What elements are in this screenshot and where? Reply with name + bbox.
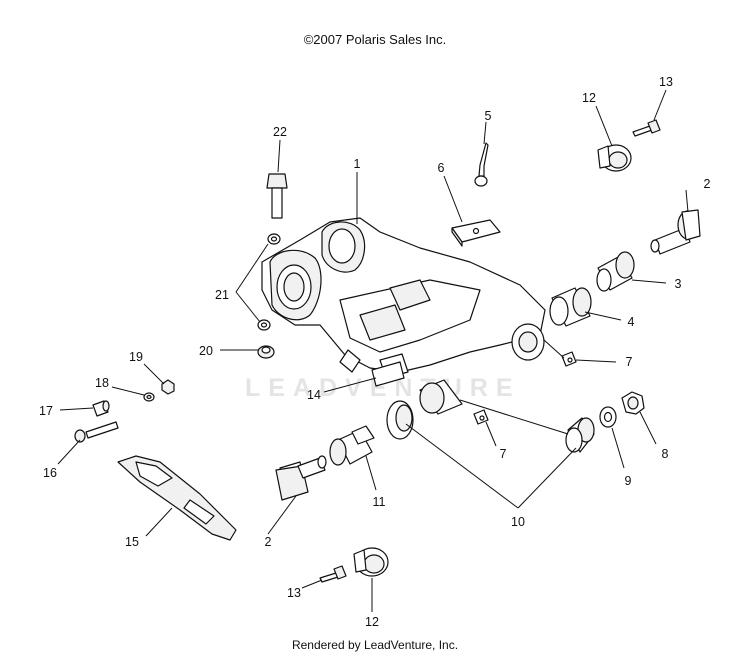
part-19-nut[interactable] xyxy=(161,379,175,395)
part-5-rivet[interactable] xyxy=(474,142,489,187)
callout-13-lower: 13 xyxy=(287,586,301,600)
part-22-bolt[interactable] xyxy=(266,173,288,219)
part-10-bearing-right[interactable] xyxy=(565,417,595,453)
part-15-guard[interactable] xyxy=(117,455,237,541)
part-20-grommet[interactable] xyxy=(257,345,275,359)
callout-4: 4 xyxy=(628,315,635,329)
callout-11: 11 xyxy=(373,495,386,509)
part-8-nut[interactable] xyxy=(621,391,645,415)
part-21-washer-upper[interactable] xyxy=(267,233,281,245)
callout-13-upper: 13 xyxy=(659,75,673,89)
callout-9: 9 xyxy=(625,474,632,488)
callout-21: 21 xyxy=(215,288,229,302)
callout-15: 15 xyxy=(125,535,139,549)
part-17-spacer[interactable] xyxy=(92,400,110,417)
part-3-bushing[interactable] xyxy=(596,251,635,292)
callout-18: 18 xyxy=(95,376,109,390)
callout-2-upper: 2 xyxy=(704,177,711,191)
part-13-bolt-lower[interactable] xyxy=(319,565,347,583)
callout-5: 5 xyxy=(485,109,492,123)
callout-3: 3 xyxy=(675,277,682,291)
part-18-washer[interactable] xyxy=(143,392,155,402)
footer-credit: Rendered by LeadVenture, Inc. xyxy=(291,638,459,652)
part-13-bolt-upper[interactable] xyxy=(632,119,661,137)
part-16-bolt[interactable] xyxy=(74,421,119,443)
part-6-plate[interactable] xyxy=(451,219,501,247)
callout-6: 6 xyxy=(438,161,445,175)
part-21-washer-lower[interactable] xyxy=(257,319,271,331)
callout-7-left: 7 xyxy=(500,447,507,461)
callout-20: 20 xyxy=(199,344,213,358)
callout-12-upper: 12 xyxy=(582,91,596,105)
callout-12-lower: 12 xyxy=(365,615,379,629)
callout-8: 8 xyxy=(662,447,669,461)
callout-16: 16 xyxy=(43,466,57,480)
callout-10: 10 xyxy=(511,515,525,529)
callout-14: 14 xyxy=(307,388,321,402)
part-10-tube[interactable] xyxy=(419,379,463,415)
part-12-clamp-upper[interactable] xyxy=(597,144,632,172)
callout-17: 17 xyxy=(39,404,53,418)
part-7-fitting-left[interactable] xyxy=(473,409,489,425)
part-12-clamp-lower[interactable] xyxy=(353,547,389,577)
callout-7-right: 7 xyxy=(626,355,633,369)
copyright-notice: ©2007 Polaris Sales Inc. xyxy=(303,32,447,47)
part-2-spindle-upper[interactable] xyxy=(650,209,701,255)
part-1-swing-arm[interactable] xyxy=(261,217,546,379)
callout-22: 22 xyxy=(273,125,287,139)
part-7-fitting-right[interactable] xyxy=(561,351,577,367)
part-9-washer[interactable] xyxy=(599,406,617,428)
part-10-bearing-left[interactable] xyxy=(386,400,414,440)
leader-lines xyxy=(57,89,689,612)
part-4-sleeve[interactable] xyxy=(549,287,592,327)
part-11-sleeve-bushing[interactable] xyxy=(329,425,375,466)
callout-2-lower: 2 xyxy=(265,535,272,549)
callout-1: 1 xyxy=(354,157,361,171)
callout-19: 19 xyxy=(129,350,143,364)
part-2-spindle-lower[interactable] xyxy=(275,455,327,501)
part-14-label[interactable] xyxy=(371,361,405,387)
